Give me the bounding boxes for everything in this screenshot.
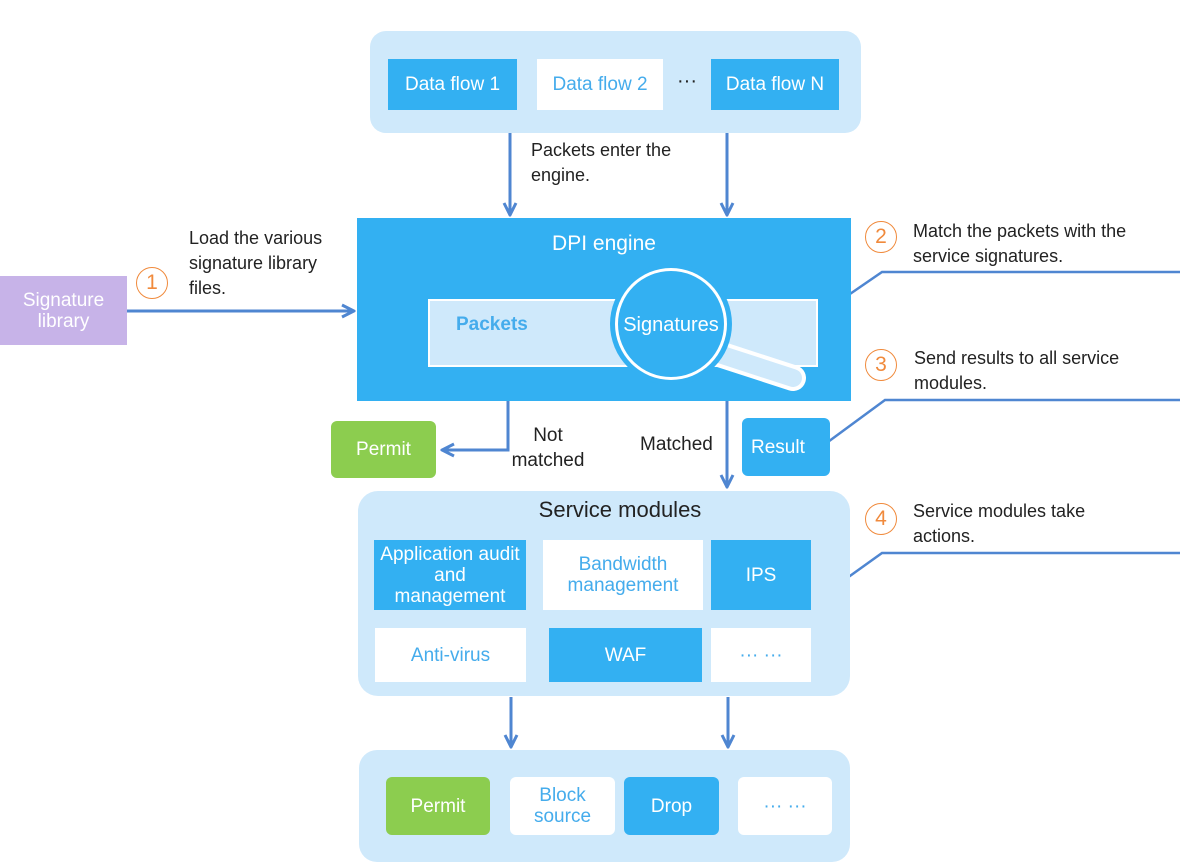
step-4-text: Service modules take actions. [913, 501, 1086, 546]
data-flow-n: Data flow N [711, 59, 839, 110]
module-waf: WAF [549, 628, 702, 682]
permit-box-top: Permit [331, 421, 436, 478]
action-permit: Permit [386, 777, 490, 835]
module-more: ··· ··· [711, 628, 811, 682]
module-bandwidth: Bandwidth management [543, 540, 703, 610]
callout-line-step4 [814, 551, 1180, 603]
action-drop: Drop [624, 777, 719, 835]
dpi-engine-title: DPI engine [552, 232, 656, 255]
data-flow-ellipsis: ··· [677, 70, 697, 92]
module-antivirus: Anti-virus [375, 628, 526, 682]
packets-enter-label: Packets enter the engine. [531, 140, 672, 185]
signatures-label: Signatures [623, 314, 719, 336]
step-1-text: Load the various signature library files… [189, 228, 323, 298]
signature-library: Signature library [0, 276, 127, 345]
callout-line-step2 [814, 270, 1180, 320]
not-matched-label: Not matched [511, 425, 585, 471]
magnifier-icon [610, 263, 806, 391]
module-ips: IPS [711, 540, 811, 610]
action-more: ··· ··· [738, 777, 832, 835]
action-block-source: Block source [510, 777, 615, 835]
step-3-text: Send results to all service modules. [914, 348, 1120, 393]
data-flow-2: Data flow 2 [537, 59, 663, 110]
step-4-badge: 4 [865, 503, 897, 535]
matched-label: Matched [640, 434, 713, 455]
data-flow-1: Data flow 1 [388, 59, 517, 110]
callout-line-step3 [816, 398, 1180, 452]
step-2-badge: 2 [865, 221, 897, 253]
service-modules-title: Service modules [538, 497, 702, 522]
packets-label: Packets [456, 314, 528, 335]
step-3-badge: 3 [865, 349, 897, 381]
step-1-badge: 1 [136, 267, 168, 299]
arrow-not-matched-to-permit [442, 400, 510, 450]
module-app-audit: Application audit and management [374, 540, 526, 610]
result-box: Result [742, 418, 830, 476]
step-2-text: Match the packets with the service signa… [913, 221, 1127, 266]
